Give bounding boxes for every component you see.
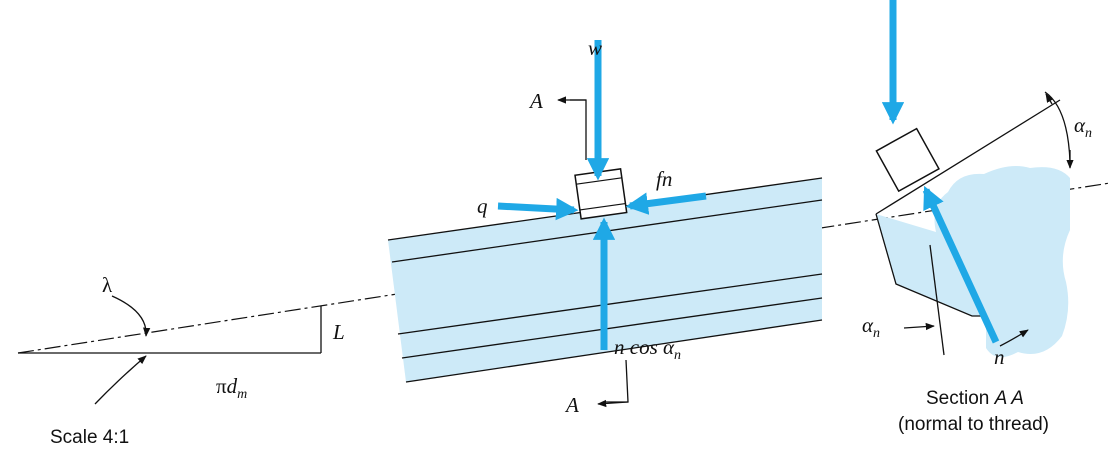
n-right-label: n xyxy=(994,345,1005,369)
alpha-bottom-arrow xyxy=(903,322,935,331)
alpha-right-symbol: α xyxy=(1074,113,1086,137)
nut-block xyxy=(574,168,628,220)
section-note: (normal to thread) xyxy=(898,414,1049,435)
pi-dm-label: πdm xyxy=(216,374,247,402)
section-cut-bottom xyxy=(606,359,629,403)
lambda-label: λ xyxy=(102,273,113,297)
scale-pointer-arrow xyxy=(94,355,147,405)
alpha-bottom-subscript: n xyxy=(873,326,880,341)
section-flank-line xyxy=(875,99,1061,215)
section-cut-line xyxy=(557,96,629,408)
n-rotation-arrow xyxy=(999,329,1029,347)
w-label: w xyxy=(588,36,602,60)
dm-d: d xyxy=(227,374,238,398)
section-caption-name: A A xyxy=(994,388,1024,409)
pi-symbol: π xyxy=(216,374,227,398)
q-label: q xyxy=(477,194,488,218)
scale-caption: Scale 4:1 xyxy=(50,427,129,448)
section-A-top-label: A xyxy=(528,89,543,113)
alpha-right-arrow-top xyxy=(1045,93,1054,105)
alpha-right-arc xyxy=(1044,91,1071,163)
section-force-n-arrow xyxy=(922,185,1000,344)
thread-line-3 xyxy=(397,273,823,335)
section-nut-element xyxy=(875,127,940,193)
section-caption: Section A A xyxy=(926,388,1024,409)
section-body-fill xyxy=(876,166,1070,358)
nut-element xyxy=(574,168,628,220)
thread-line-5 xyxy=(405,319,823,383)
alpha-right-subscript: n xyxy=(1085,126,1092,141)
n-cos-subscript: n xyxy=(674,348,681,363)
section-A-bottom-label: A xyxy=(564,393,579,417)
alpha-bottom-symbol: α xyxy=(862,313,874,337)
section-normal-line xyxy=(929,244,945,356)
section-cut-bottom-arrow xyxy=(597,399,629,408)
lambda-angle-arc xyxy=(111,295,151,337)
fn-label: fn xyxy=(656,167,672,191)
alpha-bottom-label: αn xyxy=(862,313,880,341)
nut-bottom-band xyxy=(579,202,626,211)
section-view xyxy=(875,91,1074,358)
dm-subscript: m xyxy=(237,387,247,402)
force-fn-arrow xyxy=(625,192,707,215)
lead-L-label: L xyxy=(332,320,345,344)
section-caption-prefix: Section xyxy=(926,388,995,409)
section-cut-top xyxy=(570,99,587,160)
force-q-arrow xyxy=(497,197,579,221)
n-cos-alpha-label: n cos αn xyxy=(614,335,681,363)
section-profile-outline xyxy=(875,213,986,317)
nut-top-band xyxy=(576,177,622,185)
thread-line-4 xyxy=(401,297,823,359)
section-nut-block xyxy=(875,127,940,193)
alpha-right-label: αn xyxy=(1074,113,1092,141)
n-cos-text: n cos α xyxy=(614,335,675,359)
